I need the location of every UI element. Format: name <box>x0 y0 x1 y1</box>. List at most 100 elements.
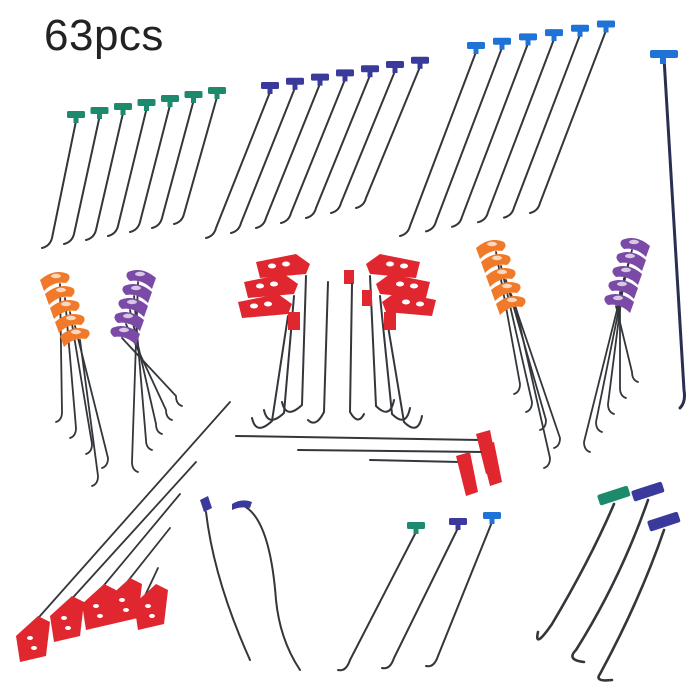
t-handle-stem <box>367 71 373 78</box>
steel-rod <box>133 295 153 451</box>
scoop-handle <box>118 298 148 317</box>
grip-hole <box>264 301 272 307</box>
handle-slot <box>625 253 635 259</box>
t-handle <box>67 111 85 118</box>
t-handle-stem <box>120 109 126 115</box>
grip-hole <box>396 281 404 287</box>
navy-grip <box>232 500 252 510</box>
steel-rod <box>79 339 99 487</box>
grip-hole <box>282 261 290 267</box>
navy-grip <box>200 496 212 512</box>
t-handle <box>336 69 354 77</box>
steel-rod <box>121 337 183 407</box>
red-clamp <box>384 312 396 330</box>
steel-rod <box>307 281 329 424</box>
steel-rod <box>595 263 629 433</box>
steel-rod <box>74 325 109 469</box>
red-grip <box>382 292 436 316</box>
grip-hole <box>270 281 278 287</box>
steel-rod <box>55 283 63 423</box>
steel-rod <box>129 104 171 233</box>
t-handle <box>137 99 156 106</box>
red-clamp <box>344 270 354 284</box>
handle-slot <box>66 315 76 321</box>
steel-rod <box>281 275 307 413</box>
steel-rod <box>23 401 231 635</box>
scoop-handle <box>476 240 506 259</box>
handle-slot <box>51 273 61 279</box>
steel-rod <box>369 275 395 413</box>
red-grip <box>376 274 430 298</box>
t-handle <box>161 95 179 102</box>
steel-rod <box>536 502 616 641</box>
steel-rod <box>89 493 181 603</box>
steel-rod <box>205 91 271 239</box>
t-handle <box>545 29 563 37</box>
t-handle-stem <box>417 62 423 69</box>
grip-hole <box>386 261 394 267</box>
handle-slot <box>123 313 133 319</box>
steel-rod <box>151 100 195 229</box>
steel-rod <box>355 65 421 209</box>
grip-hole <box>410 283 418 289</box>
steel-rod <box>337 531 417 672</box>
t-handle-rods-navy <box>205 56 429 239</box>
grip-hole <box>119 598 125 602</box>
red-grip <box>82 584 116 630</box>
handle-slot <box>507 297 517 303</box>
grip-hole <box>149 614 155 618</box>
handle-slot <box>497 269 507 275</box>
grip-hole <box>416 301 424 307</box>
steel-rod <box>619 291 627 399</box>
fan-handle-rods-right <box>476 238 650 469</box>
t-handle <box>361 65 379 73</box>
steel-rod <box>495 251 521 395</box>
t-handle <box>184 91 203 98</box>
steel-rod <box>500 265 533 413</box>
t-handle-stem <box>317 79 323 86</box>
scoop-handle <box>608 280 638 299</box>
t-handle-stem <box>525 39 531 46</box>
grip-hole <box>123 608 129 612</box>
t-handle <box>631 481 665 502</box>
handle-slot <box>613 295 623 301</box>
scoop-handle <box>481 254 511 273</box>
handle-slot <box>617 281 627 287</box>
steel-rod <box>477 38 555 224</box>
red-grip-hooks-center <box>238 254 436 429</box>
scoop-handle <box>122 284 152 303</box>
grip-hole <box>27 636 33 640</box>
steel-rod <box>85 112 124 241</box>
red-grip <box>108 578 142 624</box>
grip-hole <box>268 263 276 269</box>
steel-rod <box>57 461 197 615</box>
steel-rod <box>510 293 561 449</box>
steel-rod <box>255 82 321 229</box>
handle-slot <box>621 267 631 273</box>
red-grip <box>244 274 298 298</box>
red-grip <box>238 294 292 318</box>
t-handle <box>411 56 429 64</box>
t-handle-rods-blue <box>399 20 686 410</box>
t-handle <box>650 50 678 58</box>
t-handle-stem <box>489 518 495 524</box>
red-grip <box>366 254 420 278</box>
t-handle <box>114 103 132 110</box>
red-grip <box>456 452 478 496</box>
handle-slot <box>127 299 137 305</box>
t-handle-stem <box>392 67 398 73</box>
t-handle <box>597 485 631 506</box>
t-handle <box>449 518 467 525</box>
t-handle-rods-green <box>41 87 226 249</box>
t-handle-stem <box>73 117 79 123</box>
t-handle-stem <box>603 26 609 33</box>
steel-rod <box>597 528 666 682</box>
steel-rod <box>425 521 493 668</box>
t-handle <box>597 20 615 28</box>
grip-hole <box>61 616 67 620</box>
steel-rod <box>280 78 346 224</box>
scoop-handle <box>110 326 140 345</box>
fan-handle-rods-left <box>40 270 183 487</box>
